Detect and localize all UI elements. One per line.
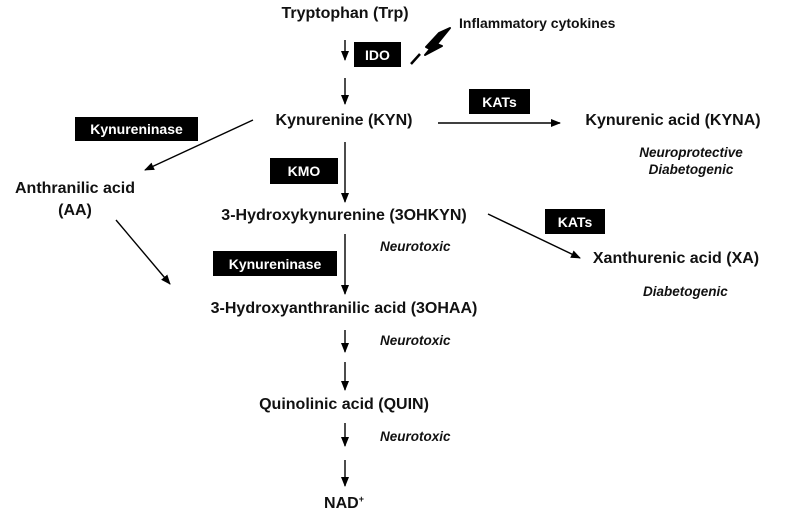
node-3-hydroxykynurenine: 3-Hydroxykynurenine (3OHKYN)	[221, 207, 467, 224]
lightning-tail	[410, 53, 421, 65]
node-nad-superscript: +	[358, 494, 364, 504]
enzyme-kmo: KMO	[270, 158, 338, 184]
annotation-kyna: Neuroprotective Diabetogenic	[639, 145, 743, 179]
arrow-3ohkyn-to-xa	[487, 213, 581, 259]
enzyme-ido: IDO	[354, 42, 401, 67]
annotation-kyna-line2: Diabetogenic	[648, 161, 734, 177]
node-kynurenic-acid: Kynurenic acid (KYNA)	[585, 112, 761, 129]
enzyme-kats-right: KATs	[545, 209, 605, 234]
inflammatory-cytokines-label: Inflammatory cytokines	[459, 15, 616, 31]
node-xanthurenic-acid: Xanthurenic acid (XA)	[592, 250, 760, 267]
node-anthranilic-acid: Anthranilic acid (AA)	[15, 178, 135, 222]
node-anthranilic-acid-line2: (AA)	[58, 202, 92, 219]
node-quinolinic-acid: Quinolinic acid (QUIN)	[259, 396, 429, 413]
enzyme-kynureninase-center: Kynureninase	[213, 251, 337, 276]
lightning-bolt-icon	[424, 27, 451, 56]
enzyme-kynureninase-left: Kynureninase	[75, 117, 198, 141]
annotation-kyna-line1: Neuroprotective	[639, 145, 743, 160]
arrow-aa-to-3ohaa	[115, 219, 171, 285]
node-nad: NAD+	[324, 494, 364, 513]
node-3-hydroxyanthranilic-acid: 3-Hydroxyanthranilic acid (3OHAA)	[210, 300, 478, 317]
node-nad-label: NAD	[324, 495, 359, 512]
annotation-3ohaa: Neurotoxic	[380, 333, 451, 348]
annotation-xa: Diabetogenic	[643, 284, 728, 299]
annotation-3ohkyn: Neurotoxic	[380, 239, 451, 254]
enzyme-kats-top: KATs	[469, 89, 530, 114]
node-tryptophan: Tryptophan (Trp)	[281, 5, 409, 22]
node-anthranilic-acid-line1: Anthranilic acid	[14, 180, 136, 197]
node-kynurenine: Kynurenine (KYN)	[275, 112, 413, 129]
annotation-quin: Neurotoxic	[380, 429, 451, 444]
arrow-kyn-to-aa	[144, 119, 254, 171]
